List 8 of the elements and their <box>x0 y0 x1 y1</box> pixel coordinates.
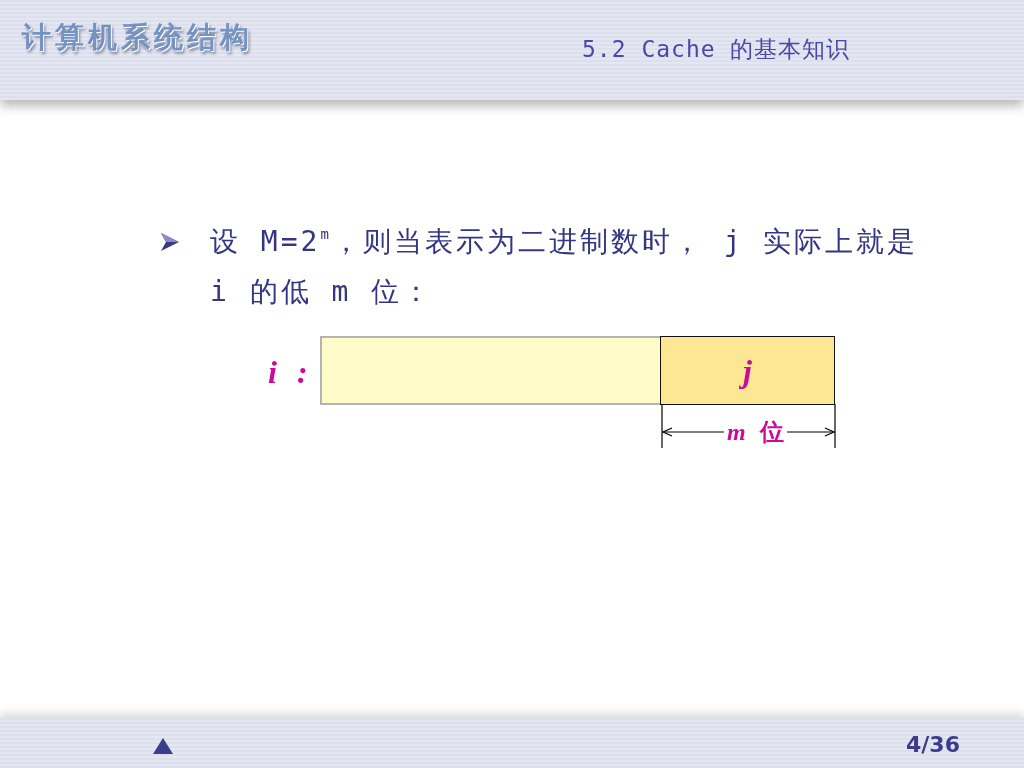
bit-field-cell <box>660 336 835 405</box>
bit-field-bar <box>320 336 835 405</box>
course-title: 计算机系统结构 <box>22 19 253 56</box>
bullet-text: 设 M=2$^{m}$，则当表示为二进制数时， j 实际上就是 i 的低 m 位： <box>210 224 920 310</box>
slide-title: 5.2 Cache 的基本知识 <box>582 35 851 64</box>
dimension-label: m 位 <box>724 417 788 447</box>
page-number: 4/36 <box>906 731 960 759</box>
variable-label: i : <box>268 356 314 388</box>
